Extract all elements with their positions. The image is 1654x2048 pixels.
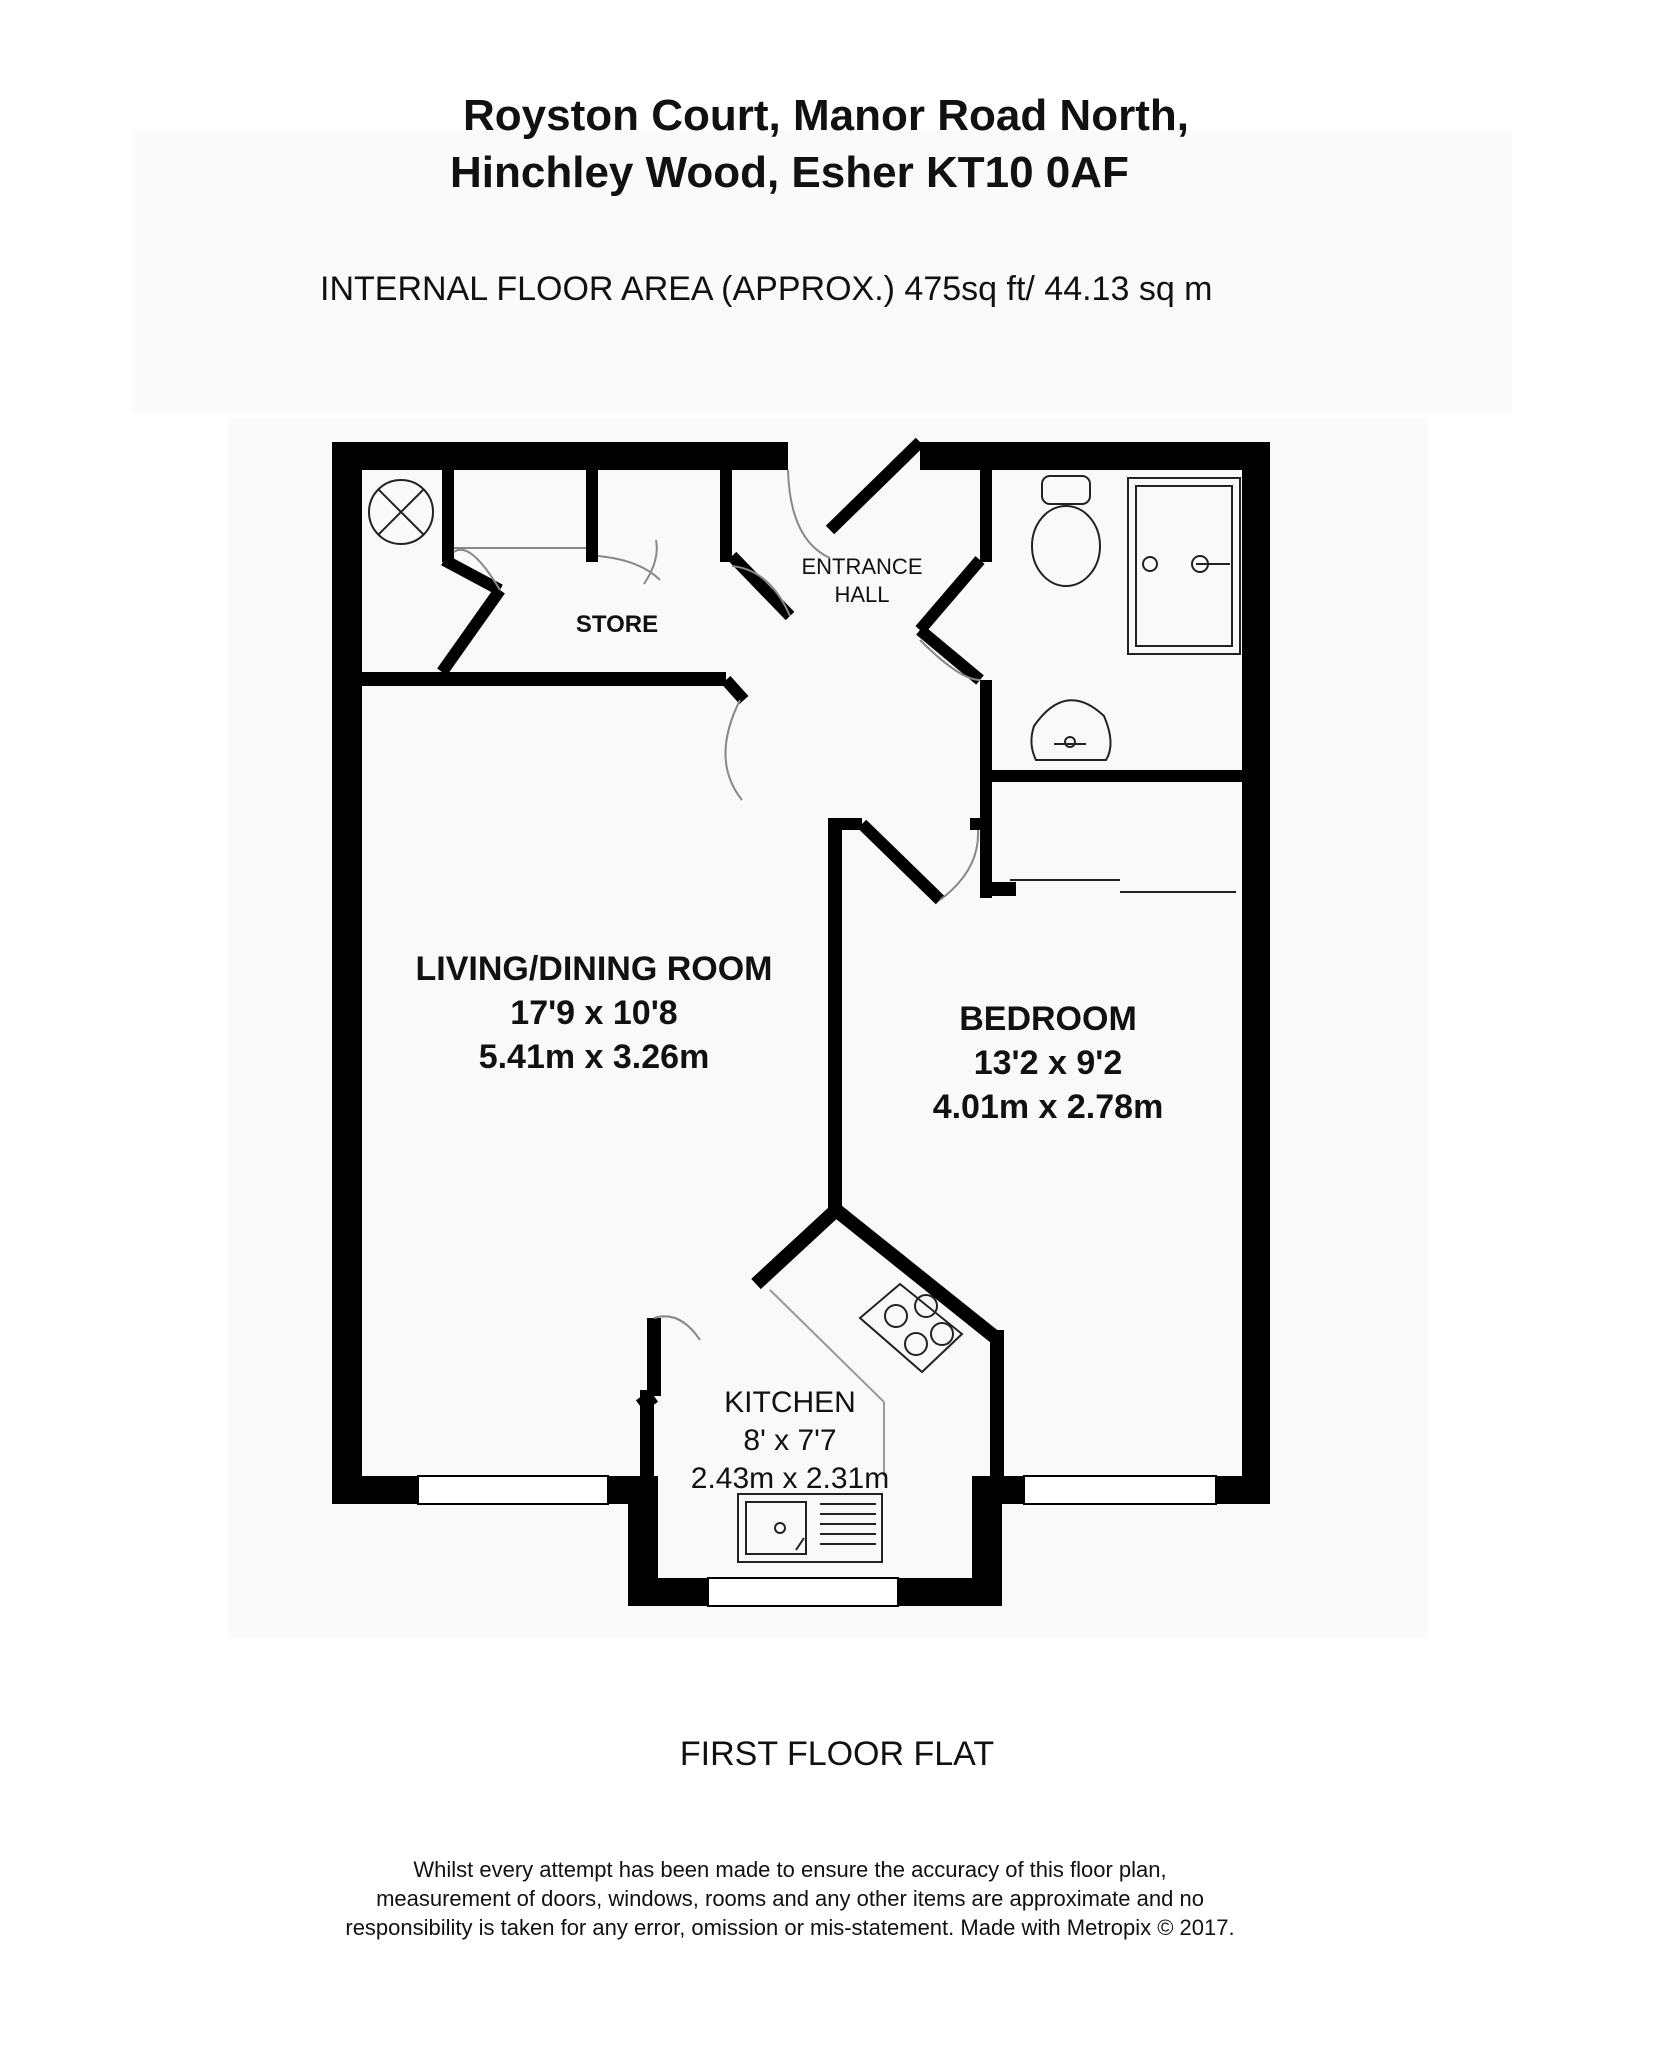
bedroom-metric: 4.01m x 2.78m bbox=[933, 1088, 1164, 1126]
living-window bbox=[417, 1475, 609, 1505]
shower-tray-icon bbox=[1127, 477, 1241, 655]
entrance-hall-label-1: ENTRANCE bbox=[801, 554, 922, 579]
floor-label: FIRST FLOOR FLAT bbox=[679, 1735, 995, 1773]
bedroom-window bbox=[1023, 1475, 1217, 1505]
living-room-imperial: 17'9 x 10'8 bbox=[510, 994, 677, 1032]
windows bbox=[417, 1475, 1217, 1607]
living-room-metric: 5.41m x 3.26m bbox=[479, 1038, 710, 1076]
header-band bbox=[132, 130, 1512, 415]
wardrobe-rail bbox=[1010, 879, 1236, 893]
disclaimer: Whilst every attempt has been made to en… bbox=[240, 1855, 1340, 1942]
disclaimer-line-3: responsibility is taken for any error, o… bbox=[345, 1915, 1235, 1940]
interior-walls bbox=[362, 437, 1242, 1480]
address-line-2: Hinchley Wood, Esher KT10 0AF bbox=[450, 148, 1129, 197]
disclaimer-line-2: measurement of doors, windows, rooms and… bbox=[376, 1886, 1204, 1911]
living-room-name: LIVING/DINING ROOM bbox=[416, 950, 773, 988]
kitchen-window bbox=[707, 1577, 899, 1607]
floor-area-text: INTERNAL FLOOR AREA (APPROX.) 475sq ft/ … bbox=[320, 270, 1213, 308]
sink-icon bbox=[737, 1493, 883, 1563]
entrance-hall-label-2: HALL bbox=[834, 582, 889, 607]
exterior-walls bbox=[332, 442, 1270, 1606]
disclaimer-line-1: Whilst every attempt has been made to en… bbox=[413, 1857, 1167, 1882]
washbasin-icon bbox=[1030, 699, 1112, 761]
kitchen-metric: 2.43m x 2.31m bbox=[691, 1462, 889, 1495]
store-label: STORE bbox=[576, 611, 658, 638]
kitchen-imperial: 8' x 7'7 bbox=[743, 1424, 836, 1457]
boiler-icon bbox=[368, 479, 434, 545]
door-swings bbox=[453, 469, 981, 1341]
hob-icon bbox=[858, 1282, 964, 1374]
kitchen-name: KITCHEN bbox=[724, 1386, 856, 1419]
bedroom-name: BEDROOM bbox=[959, 1000, 1137, 1038]
toilet-icon bbox=[1031, 475, 1101, 587]
address-line-1: Royston Court, Manor Road North, bbox=[463, 91, 1189, 140]
bedroom-imperial: 13'2 x 9'2 bbox=[974, 1044, 1123, 1082]
kitchen-worktop bbox=[769, 1289, 885, 1476]
